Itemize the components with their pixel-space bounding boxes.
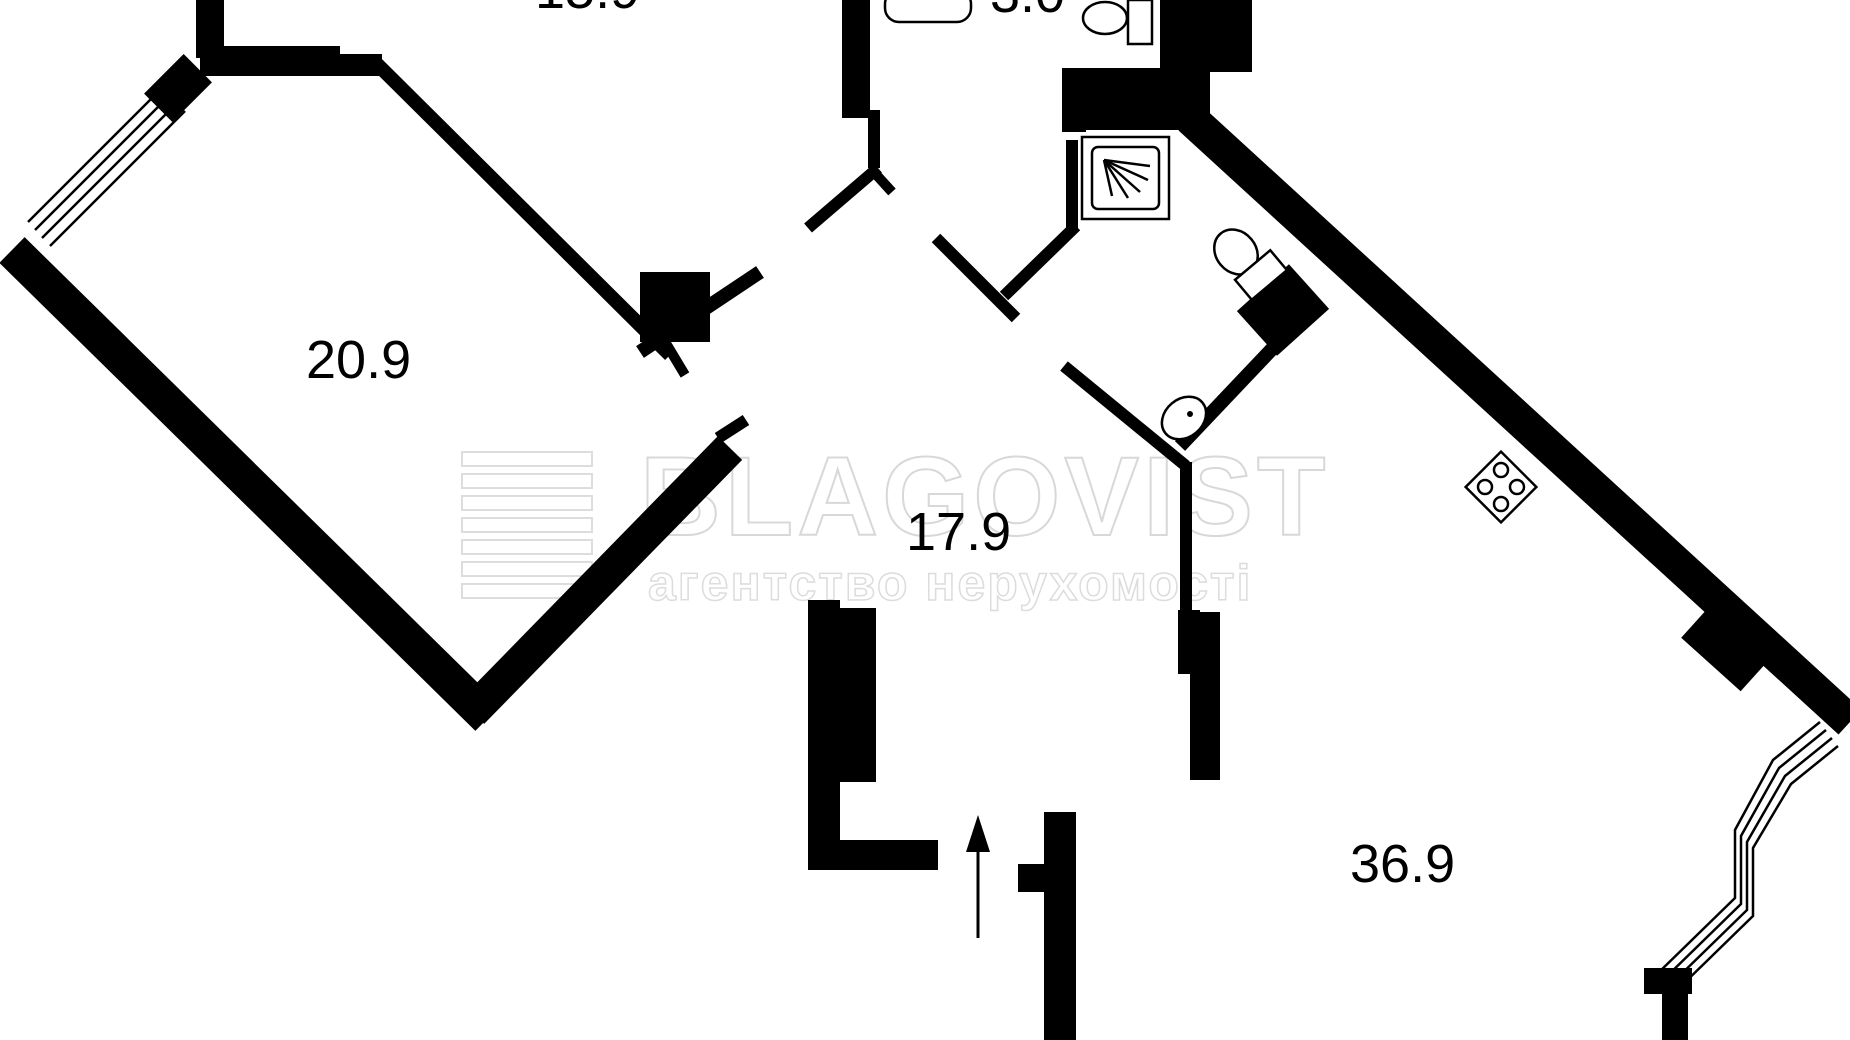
area-label-room-hall: 17.9 bbox=[906, 502, 1011, 562]
windows bbox=[27, 54, 1839, 995]
area-label-room-bath-top: 3.0 bbox=[990, 0, 1065, 24]
toilet-icon bbox=[1213, 228, 1289, 302]
toilet-icon bbox=[1081, 0, 1154, 46]
area-label-room-top-left: 15.9 bbox=[535, 0, 640, 20]
area-label-room-left: 20.9 bbox=[306, 330, 411, 390]
shower-icon bbox=[1080, 135, 1171, 221]
entrance-arrow-icon bbox=[966, 815, 990, 938]
watermark: BLAGOVIST агентство нерухомості bbox=[461, 433, 1329, 612]
watermark-tagline: агентство нерухомості bbox=[648, 555, 1252, 611]
area-labels: 15.9 3.0 20.9 17.9 36.9 bbox=[306, 0, 1455, 894]
sink-icon bbox=[1160, 395, 1208, 441]
watermark-brand: BLAGOVIST bbox=[640, 434, 1329, 559]
window-left bbox=[27, 54, 212, 247]
window-right bbox=[1654, 721, 1839, 995]
stove-icon bbox=[1463, 449, 1539, 525]
fixtures bbox=[883, 0, 1539, 938]
area-label-room-right: 36.9 bbox=[1350, 834, 1455, 894]
sink-icon bbox=[883, 0, 973, 24]
watermark-logo-icon bbox=[461, 451, 593, 599]
